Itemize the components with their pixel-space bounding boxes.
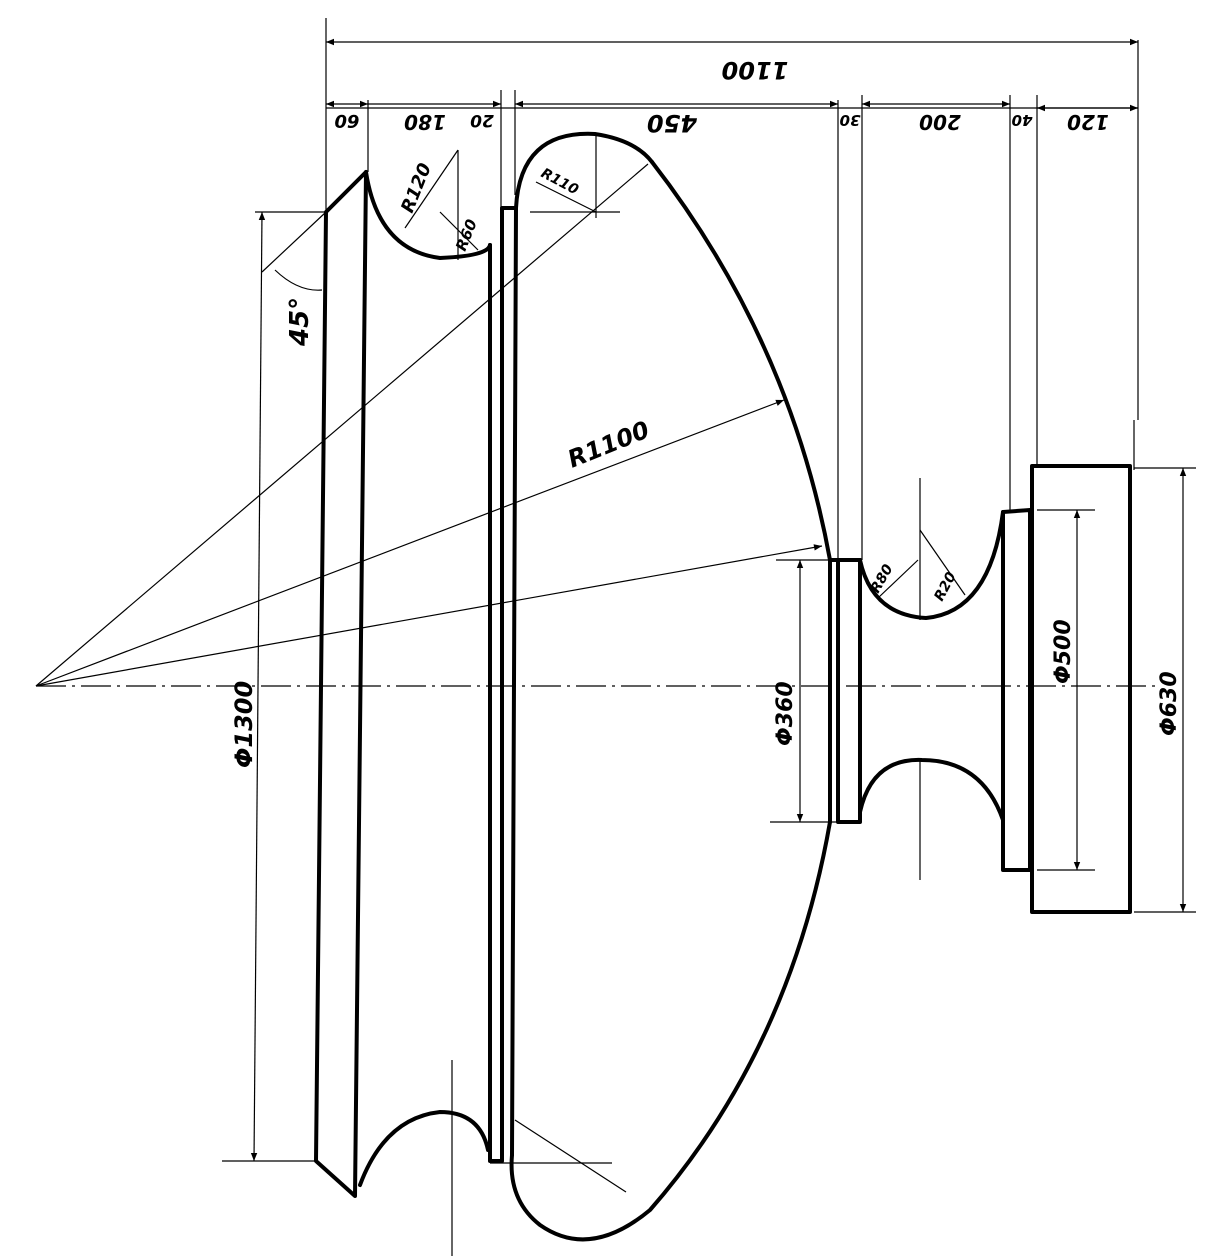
r20-label: R20 xyxy=(931,569,959,603)
d1300-label: Φ1300 xyxy=(230,681,258,768)
extension-lines xyxy=(325,18,1139,560)
seg6-label: 200 xyxy=(919,110,961,134)
seg5-label: 30 xyxy=(840,111,861,129)
d360-label: Φ360 xyxy=(773,681,798,746)
part-profile xyxy=(314,131,1132,1242)
seg1-label: 60 xyxy=(334,110,359,131)
dimension-labels: 1100 60 180 20 450 30 200 40 120 R120 R6… xyxy=(230,56,1182,768)
overall-length-label: 1100 xyxy=(722,56,789,84)
r120-top-label: R120 xyxy=(397,160,436,216)
r1100-label: R1100 xyxy=(564,416,654,474)
seg8-label: 120 xyxy=(1067,110,1109,134)
radius-lines xyxy=(35,134,966,1256)
seg4-label: 450 xyxy=(647,109,698,137)
r80-label: R80 xyxy=(868,562,897,596)
center-and-horizontal-lines xyxy=(36,211,1196,1164)
diameter-dimension-lines xyxy=(250,211,1187,1162)
seg2-label: 180 xyxy=(404,110,446,134)
top-dimension-lines xyxy=(326,38,1138,112)
seg3-label: 20 xyxy=(470,110,494,130)
seg7-label: 40 xyxy=(1012,111,1034,129)
angle-label: 45° xyxy=(285,297,315,347)
d630-label: Φ630 xyxy=(1157,671,1182,736)
angle-arc xyxy=(274,269,323,291)
d500-label: Φ500 xyxy=(1051,619,1076,684)
